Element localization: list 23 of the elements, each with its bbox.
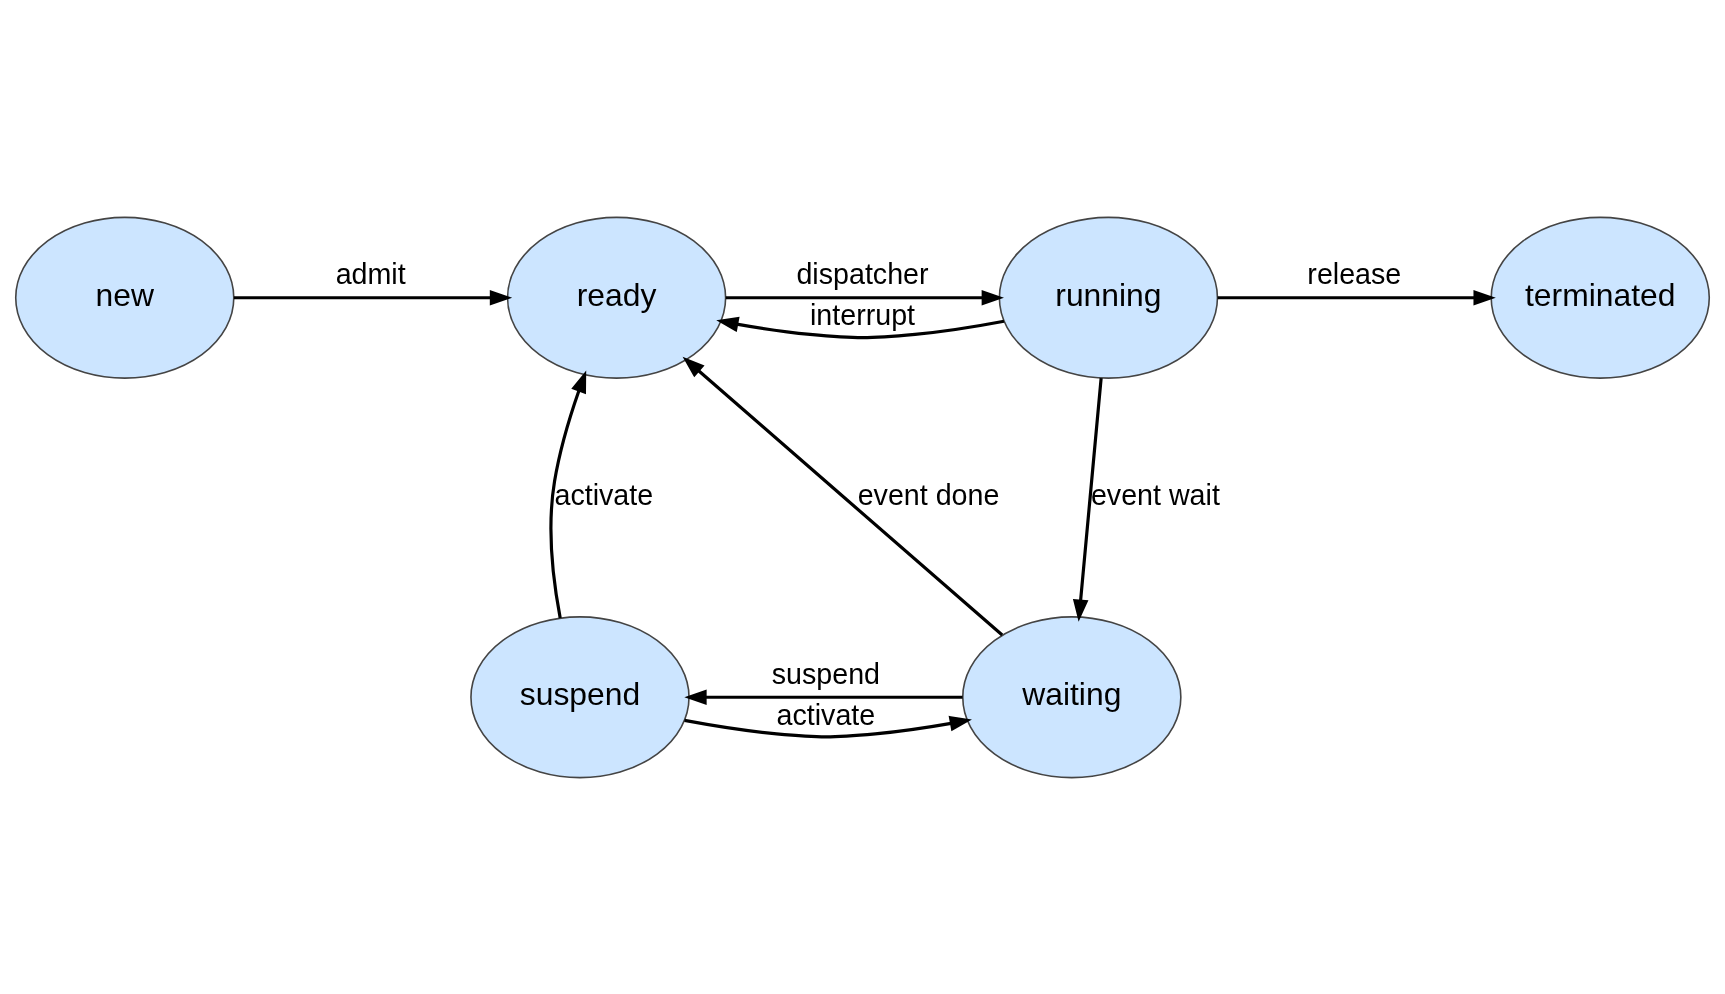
edge-label: release xyxy=(1307,257,1402,290)
node-ellipse: suspend xyxy=(470,615,690,778)
arrow xyxy=(682,356,1004,636)
arrow xyxy=(233,289,513,306)
node-ellipse: running xyxy=(998,216,1219,379)
edge-label: interrupt xyxy=(809,298,916,331)
edge-label: event wait xyxy=(1090,478,1220,510)
arrow xyxy=(1217,289,1496,306)
node-ellipse: terminated xyxy=(1490,216,1711,379)
arrow xyxy=(716,316,1005,339)
edge-label: suspend xyxy=(771,657,881,690)
edge-label: dispatcher xyxy=(796,257,929,290)
arrow xyxy=(684,688,963,705)
edge-label: admit xyxy=(335,257,406,290)
arrow xyxy=(1072,377,1103,622)
arrow xyxy=(684,715,972,738)
edge-label: activate xyxy=(554,478,654,510)
arrow xyxy=(549,370,587,618)
arrow xyxy=(725,289,1004,306)
edge-label: event done xyxy=(857,478,1000,510)
edge-label: activate xyxy=(776,698,876,731)
node-ellipse: new xyxy=(14,216,235,379)
node-ellipse: waiting xyxy=(961,615,1182,778)
